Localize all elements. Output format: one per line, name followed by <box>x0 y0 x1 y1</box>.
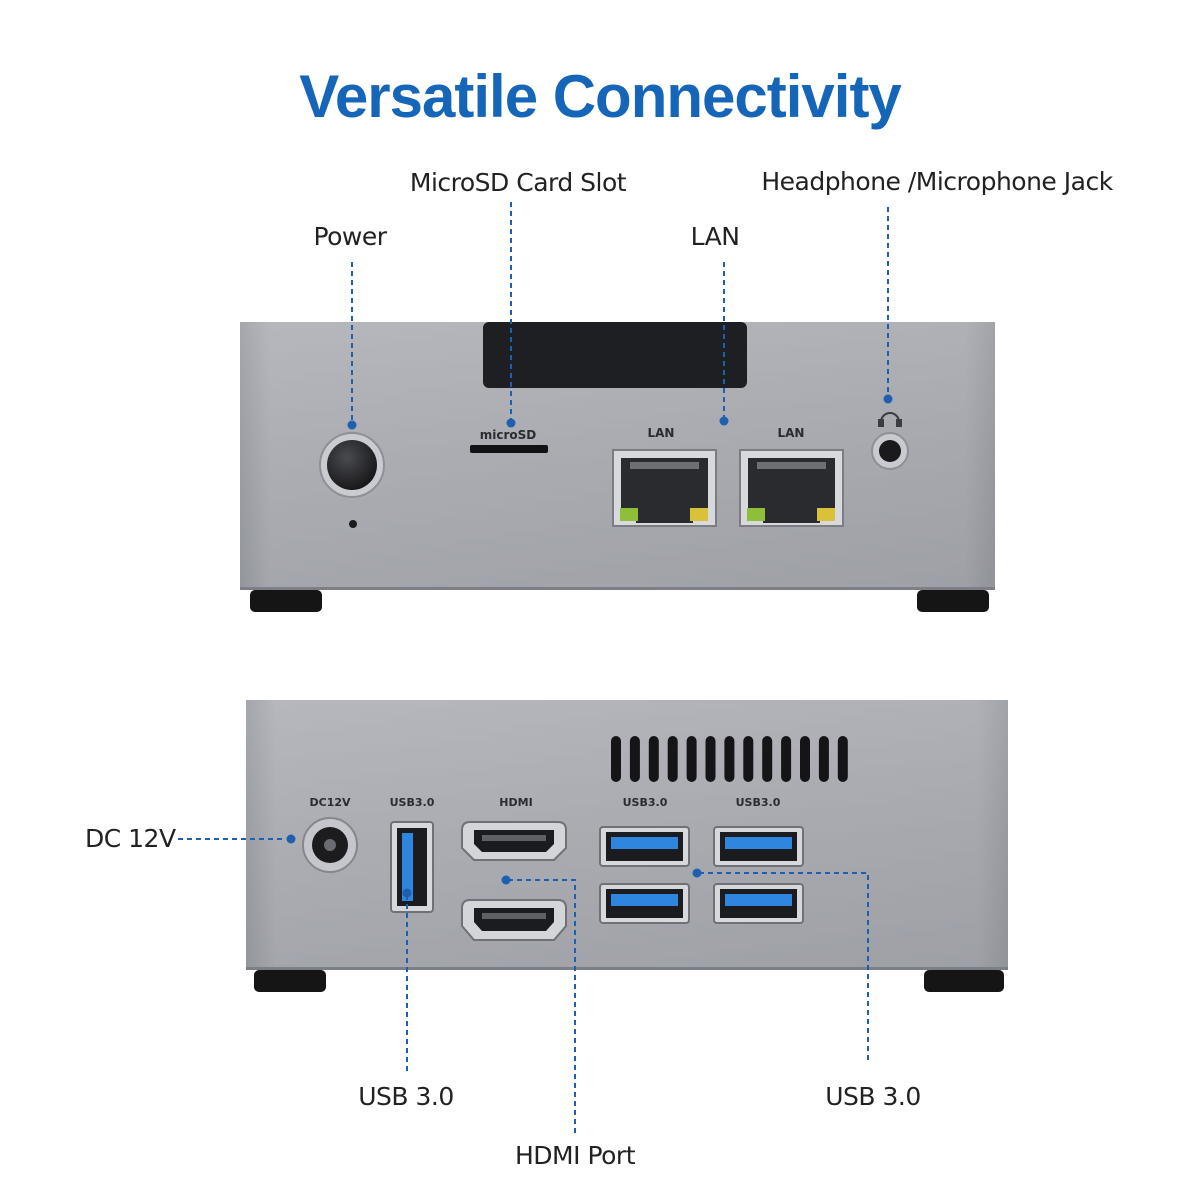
diagram-title: Versatile Connectivity <box>299 63 902 130</box>
vent-slot <box>818 736 829 782</box>
usb-port-vertical[interactable] <box>390 821 434 913</box>
callout-microsd: MicroSD Card Slot <box>409 168 627 197</box>
dc-power-jack[interactable] <box>302 817 358 873</box>
callout-usb-right: USB 3.0 <box>825 1082 921 1111</box>
vent-slot <box>724 736 735 782</box>
callout-usb-left: USB 3.0 <box>358 1082 454 1111</box>
callout-hdmi: HDMI Port <box>515 1141 636 1170</box>
power-led <box>349 520 357 528</box>
leader-dots <box>286 394 893 898</box>
callout-audio: Headphone /Microphone Jack <box>761 167 1113 196</box>
callout-dc: DC 12V <box>85 824 176 853</box>
vent-slot <box>648 736 659 782</box>
vent-slot <box>611 736 621 782</box>
usb-port-top-right[interactable] <box>713 826 804 867</box>
vent-slot <box>629 736 640 782</box>
lan-port-1[interactable] <box>612 449 717 527</box>
lan-print-1: LAN <box>648 426 675 440</box>
headphone-icon <box>878 412 902 427</box>
front-foot-right <box>917 590 989 612</box>
back-panel: DC12V USB3.0 HDMI <box>246 700 1008 992</box>
usb-port-bottom-left[interactable] <box>599 883 690 924</box>
usb-port-top-left[interactable] <box>599 826 690 867</box>
vent-grille <box>611 736 848 782</box>
usb-2-print: USB3.0 <box>736 796 781 809</box>
callout-power: Power <box>313 222 387 251</box>
back-foot-right <box>924 970 1004 992</box>
dc-print: DC12V <box>309 796 351 809</box>
vent-slot <box>705 736 716 782</box>
leader-hdmi <box>508 879 576 1135</box>
vent-slot <box>743 736 754 782</box>
audio-jack[interactable] <box>871 432 909 470</box>
power-button[interactable] <box>319 432 385 498</box>
vent-slot <box>837 736 848 782</box>
leader-lines <box>178 202 889 1135</box>
front-foot-left <box>250 590 322 612</box>
callout-lan: LAN <box>690 222 740 251</box>
vent-slot <box>762 736 773 782</box>
hdmi-print: HDMI <box>499 796 532 809</box>
vent-slot <box>686 736 697 782</box>
leader-usb-right <box>699 872 869 1060</box>
usb-1-print: USB3.0 <box>623 796 668 809</box>
lan-port-2[interactable] <box>739 449 844 527</box>
vent-slot <box>667 736 678 782</box>
hdmi-port-1[interactable] <box>461 821 567 861</box>
front-window <box>483 322 747 388</box>
back-foot-left <box>254 970 326 992</box>
vent-slot <box>781 736 792 782</box>
microsd-print: microSD <box>480 428 537 442</box>
usb-port-bottom-right[interactable] <box>713 883 804 924</box>
usb-left-print: USB3.0 <box>390 796 435 809</box>
hdmi-port-2[interactable] <box>461 899 567 941</box>
front-panel: microSD LAN LAN <box>240 322 995 612</box>
lan-print-2: LAN <box>778 426 805 440</box>
microsd-slot[interactable] <box>470 445 548 453</box>
vent-slot <box>800 736 810 782</box>
